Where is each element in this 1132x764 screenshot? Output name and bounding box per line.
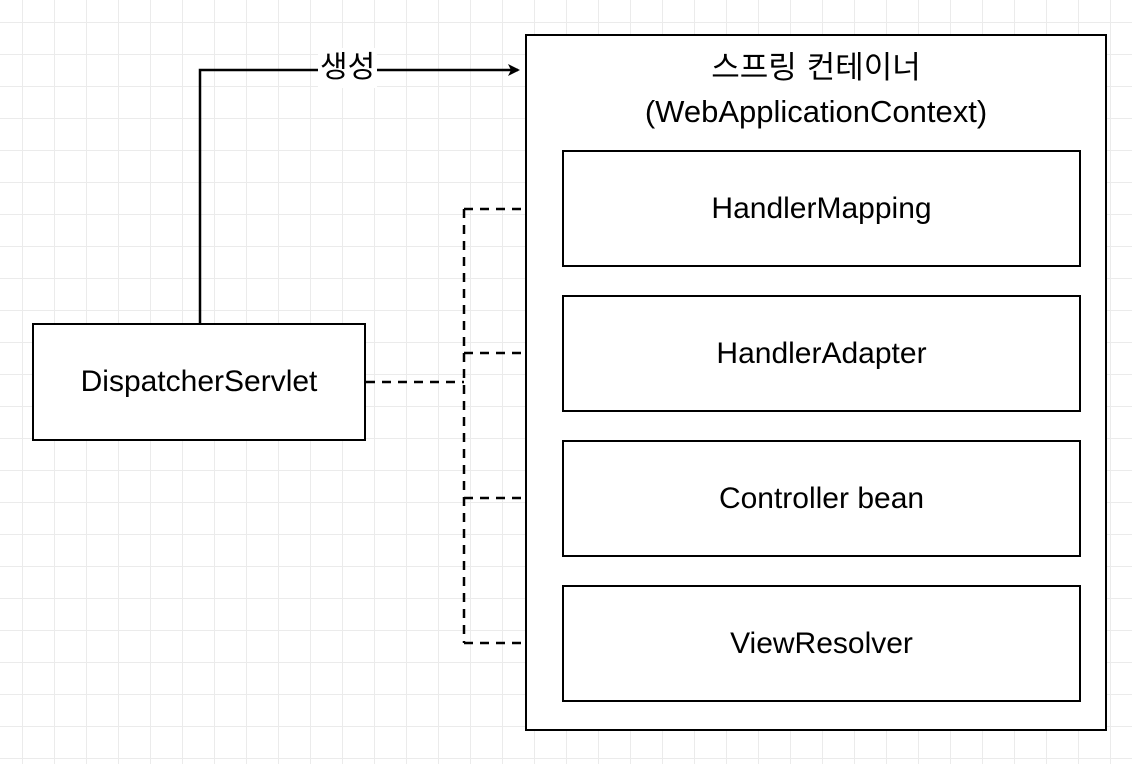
container-title-line1: 스프링 컨테이너 [711,50,921,86]
container-title: 스프링 컨테이너 (WebApplicationContext) [527,46,1105,134]
container-title-line2: (WebApplicationContext) [644,94,988,129]
create-edge [198,64,520,323]
controller-bean-node[interactable]: Controller bean [562,440,1081,557]
view-resolver-label: ViewResolver [730,626,913,660]
dispatcher-servlet-node[interactable]: DispatcherServlet [32,323,366,441]
dependency-trunk-edge [366,209,466,643]
view-resolver-node[interactable]: ViewResolver [562,585,1081,702]
controller-bean-label: Controller bean [718,481,925,515]
handler-mapping-label: HandlerMapping [711,191,932,225]
handler-adapter-node[interactable]: HandlerAdapter [562,295,1081,412]
create-edge-label: 생성 [318,48,378,88]
dispatcher-servlet-label: DispatcherServlet [80,365,318,398]
handler-adapter-label: HandlerAdapter [716,336,927,370]
handler-mapping-node[interactable]: HandlerMapping [562,150,1081,267]
